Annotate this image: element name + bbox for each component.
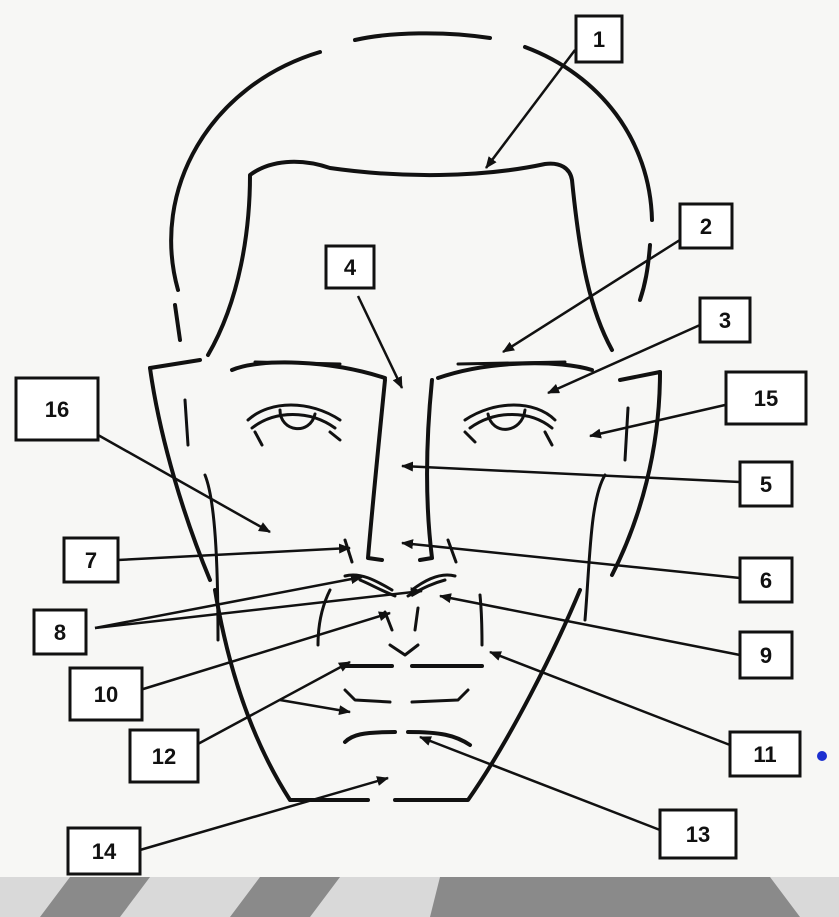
label-text-15: 15 xyxy=(754,386,778,411)
label-box-5: 5 xyxy=(740,462,792,506)
lips xyxy=(342,666,482,745)
label-text-3: 3 xyxy=(719,308,731,333)
label-text-7: 7 xyxy=(85,548,97,573)
label-box-3: 3 xyxy=(700,298,750,342)
arrow-3 xyxy=(548,325,700,393)
arrow-2 xyxy=(503,238,683,352)
arrow-14 xyxy=(140,778,388,850)
label-box-13: 13 xyxy=(660,810,736,858)
arrow-16 xyxy=(98,435,270,532)
label-text-11: 11 xyxy=(753,742,776,767)
arrow-12b xyxy=(280,700,350,712)
label-box-10: 10 xyxy=(70,668,142,720)
face-contour xyxy=(150,360,660,800)
label-text-8: 8 xyxy=(54,620,66,645)
label-box-14: 14 xyxy=(68,828,140,874)
label-text-1: 1 xyxy=(593,27,605,52)
label-text-6: 6 xyxy=(760,568,772,593)
label-box-4: 4 xyxy=(326,246,374,288)
label-box-15: 15 xyxy=(726,372,806,424)
label-text-2: 2 xyxy=(700,214,712,239)
label-text-9: 9 xyxy=(760,643,772,668)
label-text-4: 4 xyxy=(344,255,357,280)
label-box-9: 9 xyxy=(740,632,792,678)
nose xyxy=(345,380,456,655)
arrow-5 xyxy=(402,466,740,482)
label-box-11: 11 xyxy=(730,732,800,776)
label-text-14: 14 xyxy=(92,839,117,864)
blue-dot xyxy=(817,751,827,761)
eyes xyxy=(248,405,555,445)
hairline xyxy=(208,162,612,355)
label-text-12: 12 xyxy=(152,744,176,769)
label-box-2: 2 xyxy=(680,204,732,248)
label-text-16: 16 xyxy=(45,397,69,422)
arrow-7 xyxy=(118,548,350,560)
eyebrows xyxy=(232,362,592,378)
arrow-10 xyxy=(140,613,390,690)
arrow-1 xyxy=(486,50,575,168)
label-box-16: 16 xyxy=(16,378,98,440)
label-text-13: 13 xyxy=(686,822,710,847)
arrow-11 xyxy=(490,652,730,745)
head-outline xyxy=(171,33,652,340)
label-text-10: 10 xyxy=(94,682,118,707)
arrow-12 xyxy=(196,662,350,745)
label-box-1: 1 xyxy=(576,16,622,62)
label-box-12: 12 xyxy=(130,730,198,782)
label-box-6: 6 xyxy=(740,558,792,602)
label-box-8: 8 xyxy=(34,610,86,654)
label-text-5: 5 xyxy=(760,472,772,497)
arrow-13 xyxy=(420,737,660,830)
arrow-4 xyxy=(358,296,402,388)
label-boxes: 1 2 3 4 5 6 7 8 xyxy=(16,16,806,874)
label-box-7: 7 xyxy=(64,538,118,582)
bottom-stripes xyxy=(0,877,839,917)
arrow-9 xyxy=(440,596,740,655)
arrow-6 xyxy=(402,543,740,578)
